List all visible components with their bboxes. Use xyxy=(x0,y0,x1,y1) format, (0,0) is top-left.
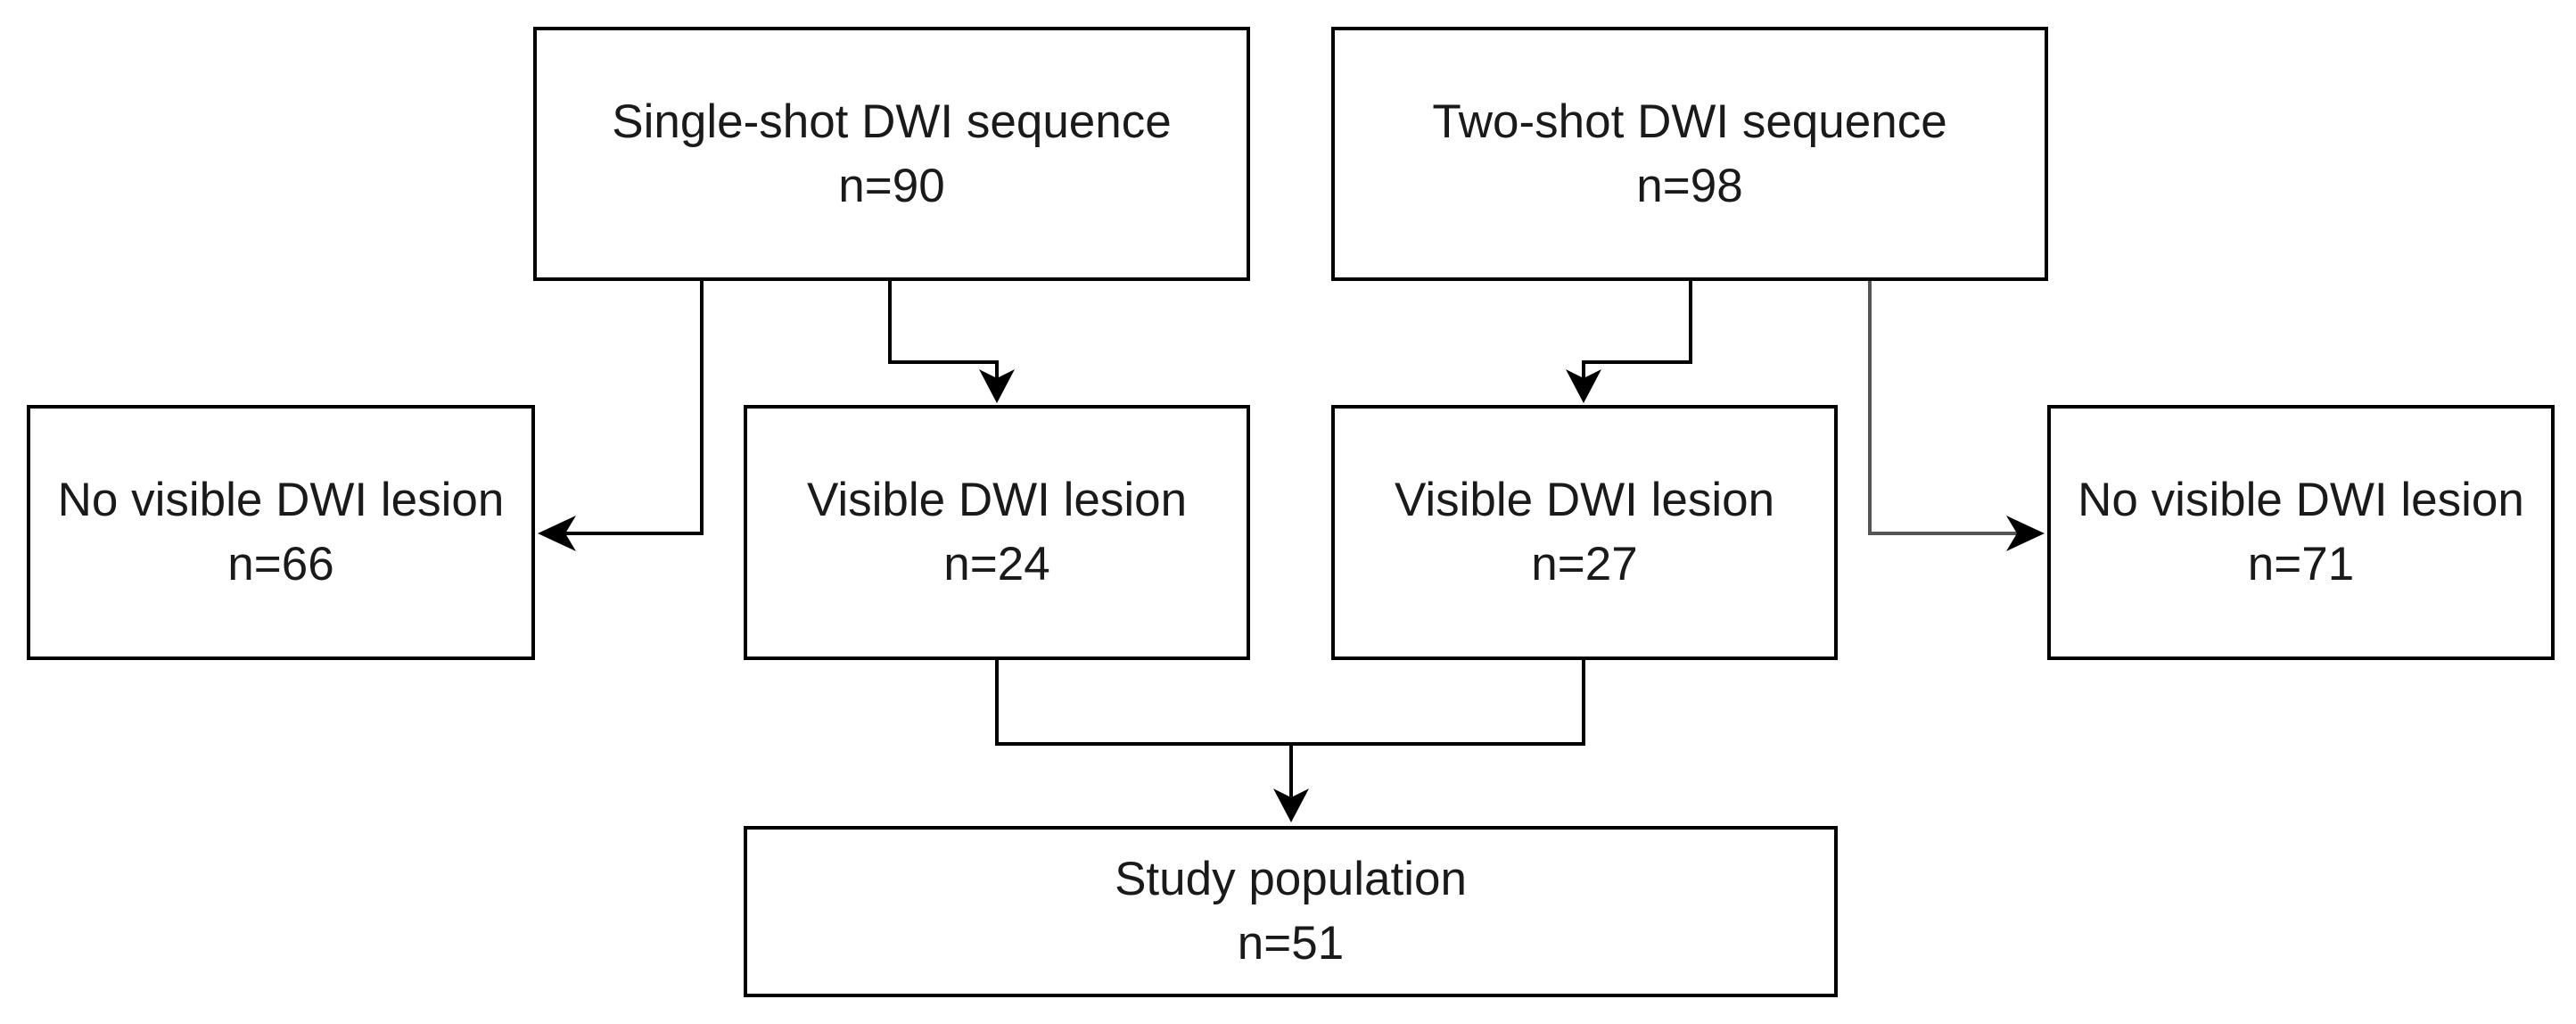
arrowhead-down-left xyxy=(979,369,1015,403)
node-count: n=27 xyxy=(1531,538,1638,590)
node-title: Study population xyxy=(1115,853,1467,905)
connector-two-to-visible xyxy=(1582,281,1692,395)
arrowhead-down-study xyxy=(1273,789,1309,822)
node-title: Visible DWI lesion xyxy=(806,474,1188,526)
node-count: n=66 xyxy=(227,538,334,590)
visible-lesion-left-box: Visible DWI lesion n=24 xyxy=(744,405,1250,660)
two-shot-box: Two-shot DWI sequence n=98 xyxy=(1331,27,2048,281)
node-title: No visible DWI lesion xyxy=(57,474,505,526)
node-title: Visible DWI lesion xyxy=(1394,474,1775,526)
arrowhead-down-right xyxy=(1566,369,1601,403)
connector-single-to-visible xyxy=(888,281,999,395)
node-title: Two-shot DWI sequence xyxy=(1432,95,1947,148)
connector-merge xyxy=(995,660,1585,746)
no-visible-lesion-left-box: No visible DWI lesion n=66 xyxy=(27,405,535,660)
node-count: n=24 xyxy=(943,538,1050,590)
node-count: n=98 xyxy=(1636,159,1743,212)
node-count: n=71 xyxy=(2247,538,2355,590)
arrowhead-left xyxy=(538,516,576,551)
node-title: Single-shot DWI sequence xyxy=(612,95,1172,148)
single-shot-box: Single-shot DWI sequence n=90 xyxy=(533,27,1250,281)
connector-two-to-novisible xyxy=(1868,281,2036,535)
no-visible-lesion-right-box: No visible DWI lesion n=71 xyxy=(2047,405,2555,660)
node-count: n=90 xyxy=(838,159,945,212)
node-count: n=51 xyxy=(1237,917,1345,970)
arrowhead-right xyxy=(2006,516,2045,551)
connector-single-to-novisible xyxy=(546,281,704,535)
node-title: No visible DWI lesion xyxy=(2078,474,2524,526)
visible-lesion-right-box: Visible DWI lesion n=27 xyxy=(1331,405,1838,660)
study-population-box: Study population n=51 xyxy=(744,826,1838,997)
